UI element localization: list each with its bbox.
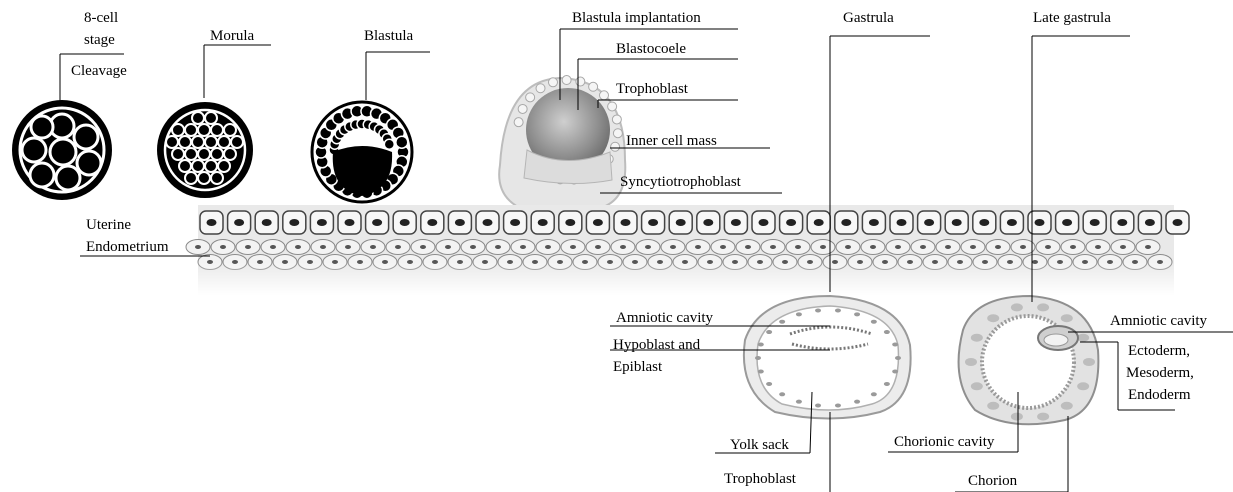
label-stage: stage <box>84 31 115 49</box>
label-cleavage: Cleavage <box>71 62 127 80</box>
label-hypoblast-and: Hypoblast and <box>613 336 700 354</box>
label-mesoderm: Mesoderm, <box>1126 364 1194 382</box>
label-epiblast: Epiblast <box>613 358 662 376</box>
implantation-embryo <box>499 76 625 208</box>
label-late-gastrula: Late gastrula <box>1033 9 1111 27</box>
cleavage-embryo <box>12 100 112 200</box>
endometrium <box>186 205 1189 295</box>
label-amniotic-cavity-gastrula: Amniotic cavity <box>616 309 713 327</box>
gastrula-embryo <box>744 296 911 419</box>
label-amniotic-cavity-late: Amniotic cavity <box>1110 312 1207 330</box>
label-blastula-implantation: Blastula implantation <box>572 9 701 27</box>
label-trophoblast-top: Trophoblast <box>616 80 688 98</box>
label-uterine: Uterine <box>86 216 131 234</box>
label-8-cell: 8-cell <box>84 9 118 27</box>
label-blastula: Blastula <box>364 27 413 45</box>
label-endometrium: Endometrium <box>86 238 169 256</box>
label-gastrula: Gastrula <box>843 9 894 27</box>
label-chorionic-cavity: Chorionic cavity <box>894 433 994 451</box>
label-trophoblast-bottom: Trophoblast <box>724 470 796 488</box>
morula-embryo <box>157 102 253 198</box>
label-yolk-sack: Yolk sack <box>730 436 789 454</box>
label-inner-cell-mass: Inner cell mass <box>626 132 717 150</box>
label-chorion: Chorion <box>968 472 1017 490</box>
late-gastrula-embryo <box>959 296 1099 424</box>
label-morula: Morula <box>210 27 254 45</box>
label-ectoderm: Ectoderm, <box>1128 342 1190 360</box>
label-blastocoele: Blastocoele <box>616 40 686 58</box>
label-syncytiotrophoblast: Syncytiotrophoblast <box>620 173 741 191</box>
label-endoderm: Endoderm <box>1128 386 1190 404</box>
blastula-embryo <box>312 102 412 202</box>
